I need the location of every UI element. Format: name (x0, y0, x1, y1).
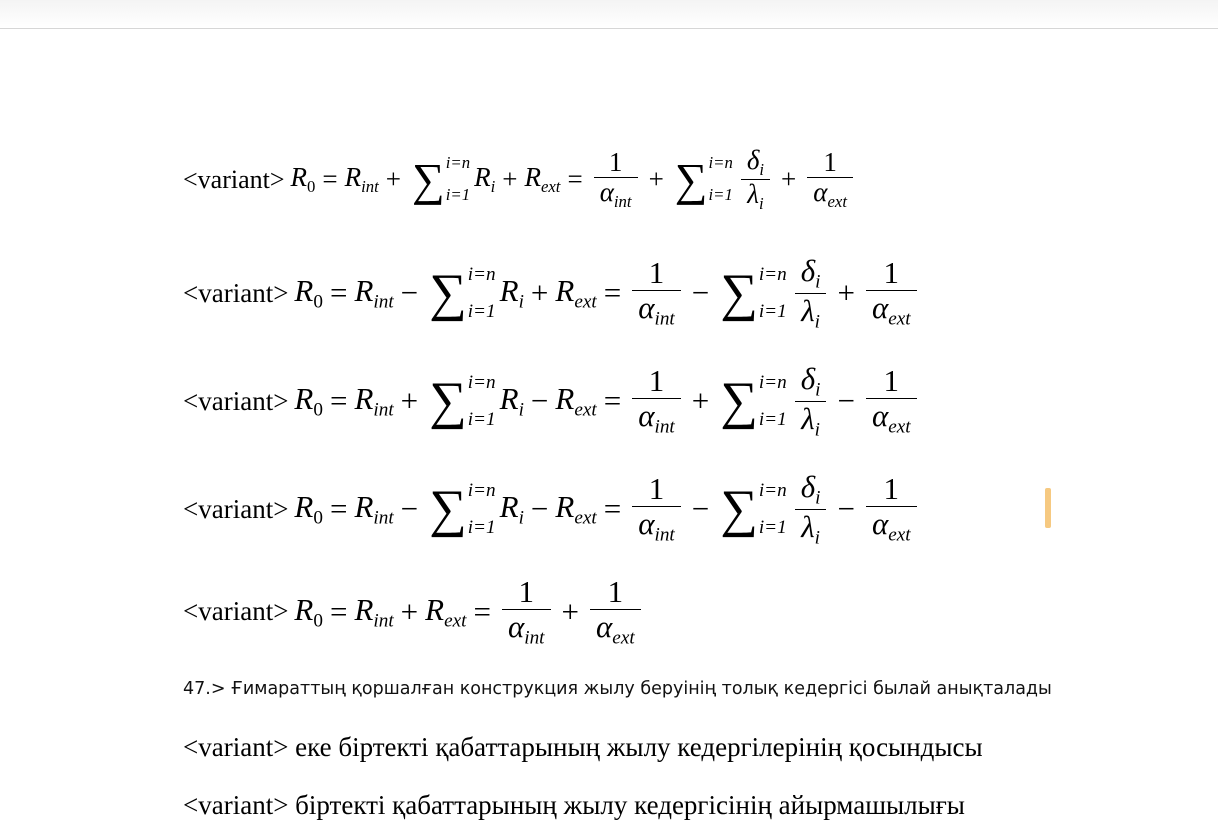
question-47: 47.> Ғимараттың қоршалған конструкция жы… (183, 679, 1052, 699)
variant-tag: <variant> (183, 277, 289, 308)
r-ext: Rext (555, 489, 597, 529)
text-cursor (1045, 488, 1051, 528)
equals: = (329, 593, 348, 629)
variant-tag: <variant> (183, 164, 285, 194)
operator-2: + (530, 275, 549, 311)
equals: = (329, 491, 348, 527)
operator-1: + (385, 164, 402, 195)
r-int: Rint (344, 162, 379, 197)
operator-3: + (691, 383, 710, 419)
r-ext: Rext (425, 591, 467, 632)
operator-4: − (837, 383, 855, 419)
equals-2: = (603, 275, 622, 311)
variant-tag: <variant> (183, 385, 289, 416)
r0: R0 (290, 162, 316, 197)
r0: R0 (294, 489, 323, 529)
equals: = (329, 383, 348, 419)
r-i: Ri (499, 273, 524, 313)
r0: R0 (294, 591, 323, 632)
equals-2: = (603, 491, 622, 527)
r-i: Ri (499, 489, 524, 529)
variant-tag: <variant> (183, 596, 289, 627)
operator-1: − (400, 491, 419, 527)
variant-tag: <variant> (183, 493, 289, 524)
operator-3: − (691, 275, 710, 311)
answer-variant-1: <variant> еке біртекті қабаттарының жылу… (183, 732, 983, 763)
answer-text: біртекті қабаттарының жылу кедергісінің … (295, 790, 965, 820)
equals-2: = (603, 383, 622, 419)
r-int: Rint (354, 489, 394, 529)
r-ext: Rext (524, 162, 561, 197)
equals-2: = (473, 593, 491, 629)
equals: = (329, 275, 348, 311)
r-ext: Rext (555, 273, 597, 313)
operator-4: + (837, 275, 855, 311)
operator-1: + (400, 383, 419, 419)
operator-2: + (502, 164, 518, 195)
operator-4: − (837, 491, 855, 527)
answer-variant-2: <variant> біртекті қабаттарының жылу кед… (183, 790, 965, 821)
r-ext: Rext (555, 381, 597, 421)
r-i: Ri (499, 381, 524, 421)
r0: R0 (294, 381, 323, 421)
r-i: Ri (474, 162, 496, 197)
r-int: Rint (354, 381, 394, 421)
r-int: Rint (354, 591, 394, 632)
operator-1: − (400, 275, 419, 311)
operator-1: + (400, 593, 419, 629)
operator-2: + (561, 593, 580, 629)
r0: R0 (294, 273, 323, 313)
operator-4: + (781, 164, 797, 195)
operator-2: − (530, 491, 549, 527)
equals-2: = (567, 164, 583, 195)
operator-3: + (648, 164, 664, 195)
variant-tag: <variant> (183, 732, 289, 762)
r-int: Rint (354, 273, 394, 313)
answer-text: еке біртекті қабаттарының жылу кедергіле… (295, 732, 983, 762)
operator-2: − (530, 383, 549, 419)
operator-3: − (691, 491, 710, 527)
variant-tag: <variant> (183, 790, 289, 820)
equals: = (322, 164, 338, 195)
document-toolbar-edge (0, 0, 1218, 29)
